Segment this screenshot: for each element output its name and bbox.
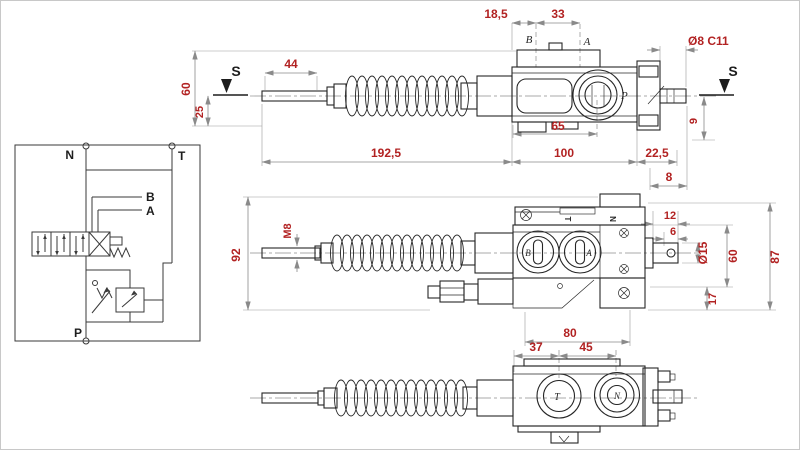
- directional-spool-symbol: [31, 231, 131, 259]
- port-label-t-bottom: T: [554, 392, 561, 403]
- dim-80: 80: [563, 326, 577, 340]
- port-label-n-bottom: N: [613, 391, 621, 401]
- dim-25: 25: [194, 106, 206, 118]
- dim-37: 37: [529, 340, 543, 354]
- dim-87: 87: [768, 250, 782, 264]
- dim-9: 9: [688, 118, 700, 124]
- dim-17: 17: [707, 293, 719, 305]
- section-marker-left: [213, 79, 248, 96]
- top-view: 18,5 33 B A Ø8 C11 S S 44 60 25 P 65 9 1…: [179, 7, 738, 190]
- section-marker-right: [699, 79, 734, 96]
- section-label-s-right: S: [728, 63, 737, 79]
- dim-18-5: 18,5: [484, 7, 508, 21]
- dim-dia8-c11: Ø8 C11: [688, 34, 729, 48]
- valve-body-middle: [460, 193, 679, 309]
- dim-192-5: 192,5: [371, 146, 401, 160]
- dim-m8: M8: [282, 223, 294, 238]
- dim-dia15: Ø15: [696, 241, 710, 264]
- port-n-boss: [593, 371, 641, 419]
- end-plate-bottom: [642, 367, 659, 427]
- dim-65: 65: [551, 119, 565, 133]
- dim-60-top: 60: [179, 82, 193, 96]
- pressure-port-boss: [572, 69, 624, 121]
- spool-rod-middle: [261, 242, 334, 264]
- port-a-boss: [558, 230, 602, 274]
- port-label-b-top: B: [526, 34, 533, 46]
- port-label-a-middle: A: [585, 248, 592, 258]
- side-boss: [652, 242, 679, 264]
- valve-body-bottom: [462, 358, 683, 444]
- middle-view-dim-lines: [243, 196, 776, 346]
- port-label-p-top: P: [620, 90, 628, 102]
- dim-92: 92: [229, 248, 243, 262]
- bracket-screw: [520, 209, 532, 221]
- spool-rod-bottom: [261, 387, 338, 409]
- hydraulic-schematic: N T B A P: [14, 142, 201, 345]
- solenoid-stub: [109, 236, 123, 246]
- section-label-s-left: S: [231, 63, 240, 79]
- mount-foot: [599, 277, 646, 309]
- schematic-port-a-label: A: [146, 204, 155, 218]
- spool-rod-top: [261, 83, 347, 109]
- section-arrow-icon: [221, 79, 232, 93]
- dim-33: 33: [551, 7, 565, 21]
- stamp-n-mark: N: [608, 216, 617, 222]
- valve-body-top: [460, 42, 687, 133]
- output-stub-shaft: [659, 88, 687, 104]
- output-stub-bottom: [652, 389, 683, 404]
- cover-screw-top: [619, 228, 629, 238]
- schematic-port-b-label: B: [146, 190, 155, 204]
- top-block: [599, 193, 641, 208]
- relief-valve-symbol: [91, 280, 145, 314]
- middle-view: 92 M8 T N 12 6 B A Ø15 60 87 17 80: [229, 193, 782, 346]
- port-label-b-middle: B: [525, 248, 531, 258]
- dim-44: 44: [284, 57, 298, 71]
- bottom-view-dim-lines: [513, 350, 617, 378]
- dim-12: 12: [664, 210, 676, 222]
- dim-100: 100: [554, 146, 574, 160]
- cover-screw-bottom: [619, 264, 629, 274]
- dim-6: 6: [670, 226, 676, 238]
- lever-bracket: [514, 206, 646, 226]
- dim-60-middle: 60: [726, 249, 740, 263]
- schematic-port-t-label: T: [178, 149, 186, 163]
- spool-spring-symbol: [109, 246, 131, 259]
- section-arrow-icon: [719, 79, 730, 93]
- relief-adjust-screw: [427, 278, 514, 305]
- schematic-port-p-label: P: [74, 326, 82, 340]
- port-label-a-top: A: [583, 36, 591, 48]
- dim-45: 45: [579, 340, 593, 354]
- stamp-t-mark: T: [563, 217, 572, 222]
- bottom-view: 37 45 T N: [250, 340, 700, 444]
- dim-22-5: 22,5: [645, 146, 669, 160]
- schematic-boundary-box: [14, 144, 201, 342]
- schematic-lines: [85, 149, 173, 338]
- port-t-boss: [536, 373, 582, 419]
- schematic-port-n-label: N: [65, 148, 74, 162]
- dim-8: 8: [666, 170, 673, 184]
